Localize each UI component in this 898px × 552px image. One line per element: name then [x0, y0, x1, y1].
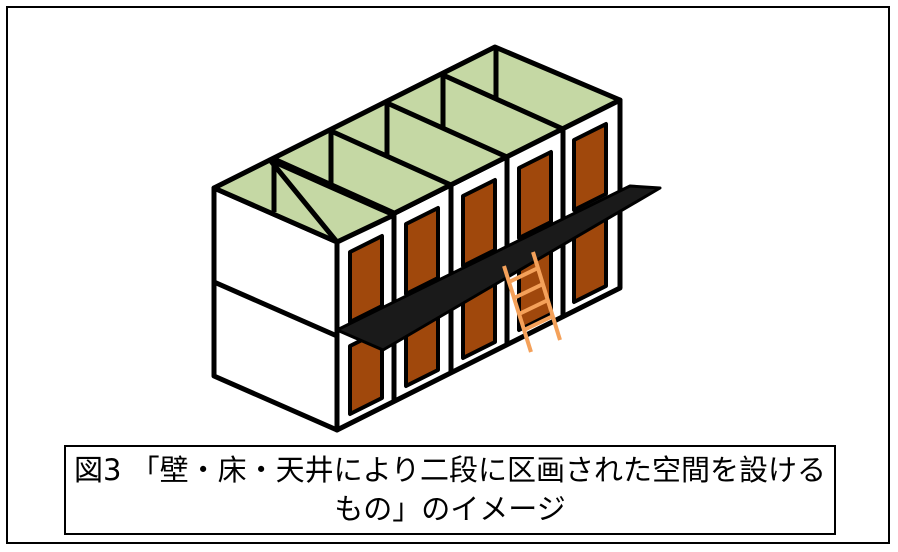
door-upper-2 — [404, 206, 440, 296]
door-upper-1 — [348, 234, 384, 324]
tier-divider-left — [212, 279, 339, 339]
figure-caption: 図3 「壁・床・天井により二段に区画された空間を設ける もの」のイメージ — [64, 445, 836, 535]
door-upper-5 — [572, 122, 608, 212]
door-upper-3 — [461, 178, 497, 268]
ladder — [502, 251, 562, 353]
caption-line-2: もの」のイメージ — [334, 492, 566, 526]
walkway — [335, 184, 662, 352]
caption-line-1: 図3 「壁・床・天井により二段に区画された空間を設ける — [73, 453, 827, 487]
upper-doors — [348, 122, 608, 324]
door-upper-4 — [517, 150, 553, 240]
